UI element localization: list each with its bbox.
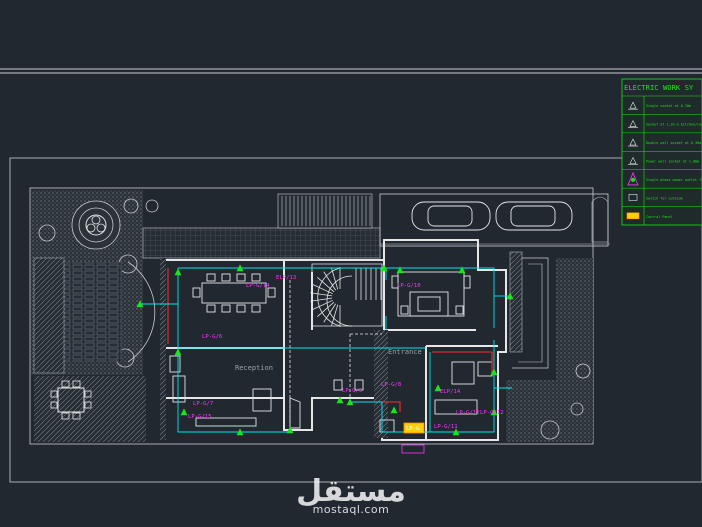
watermark-latin: mostaql.com: [312, 503, 390, 516]
socket-icon: [434, 384, 442, 392]
socket-icon: [180, 408, 188, 416]
pergola: [142, 193, 381, 259]
dashed-circuits: [289, 280, 382, 432]
living-room-furniture: [391, 271, 471, 317]
circuit-label: LP-G/6: [202, 334, 222, 340]
carport: [379, 193, 610, 247]
socket-icon: [236, 428, 244, 436]
legend-row-text: Switch for outside: [646, 196, 683, 200]
socket-icon: [490, 368, 498, 376]
power-outlet-icon: [628, 156, 638, 165]
socket-16a-icon: [628, 101, 638, 110]
socket-icon: [174, 348, 182, 356]
wall-hatch: [160, 251, 523, 440]
legend-row-text: Power wall socket at 1.80m for AC: [646, 160, 702, 164]
circuit-label: LP-G/10: [397, 283, 421, 289]
socket-icon: [136, 300, 144, 308]
legend-row-text: Socket at 1.20 m kitchen/laundry/bathroo…: [646, 123, 702, 127]
circuit-label: LP-G/7: [193, 401, 213, 407]
circuit-label: LP-G/11: [434, 424, 458, 430]
switch-icon: [628, 194, 638, 201]
circuit-label: ELP/14: [440, 389, 461, 395]
socket-markers: [136, 264, 514, 436]
staircase: [310, 263, 383, 327]
room-label-entrance: Entrance: [388, 348, 422, 356]
socket-icon: [452, 428, 460, 436]
socket-icon: [506, 292, 514, 300]
socket-icon: [458, 266, 466, 274]
circuit-label: LP-G/9: [342, 388, 362, 394]
circuit-lines: [140, 267, 512, 433]
double-socket-icon: [628, 138, 638, 147]
circuit-label: ELP/13: [276, 275, 296, 281]
socket-icon: [380, 264, 388, 272]
socket-icon: [174, 268, 182, 276]
socket-icon: [336, 396, 344, 404]
circuit-labels: LP-G/14ELP/13LP-G/10LP-G/6LP-G/8ELP/14LP…: [188, 275, 504, 432]
circuit-label: LP-G: [406, 426, 420, 432]
watermark-arabic: مستقل: [296, 474, 406, 509]
dining-table: [192, 273, 276, 313]
left-garden: [31, 190, 159, 442]
control-panel: [401, 422, 425, 454]
titleblock-frame: [0, 68, 702, 483]
control-panel-icon: [626, 212, 640, 220]
socket-icon: [390, 406, 398, 414]
socket-kitchen-icon: [628, 119, 638, 128]
circuit-label: LP-G/12: [456, 410, 480, 416]
car-1: [411, 201, 491, 231]
circuit-label: LP-G/15: [188, 414, 212, 420]
socket-icon: [490, 408, 498, 416]
socket-icon: [346, 398, 354, 406]
circuit-label: LP-G/12: [480, 410, 504, 416]
circuit-label: LP-G/8: [381, 382, 402, 388]
reception-furniture: [169, 355, 301, 429]
legend-row-text: Single phase power outlet for water heat…: [646, 178, 702, 182]
socket-icon: [236, 264, 244, 272]
legend-row-text: Single socket at 0.30m: [646, 104, 691, 108]
car-2: [495, 201, 573, 231]
right-garden: [506, 257, 593, 442]
single-phase-icon: [627, 171, 639, 186]
socket-icon: [286, 426, 294, 434]
legend-title: ELECTRIC WORK SY: [624, 83, 694, 92]
legend-row-text: Control Panel: [646, 215, 673, 219]
socket-icon: [396, 266, 404, 274]
circuit-label: LP-G/14: [246, 283, 270, 289]
room-label-reception: Reception: [235, 364, 273, 372]
legend-row-text: Double wall socket at 0.30m: [646, 141, 701, 145]
